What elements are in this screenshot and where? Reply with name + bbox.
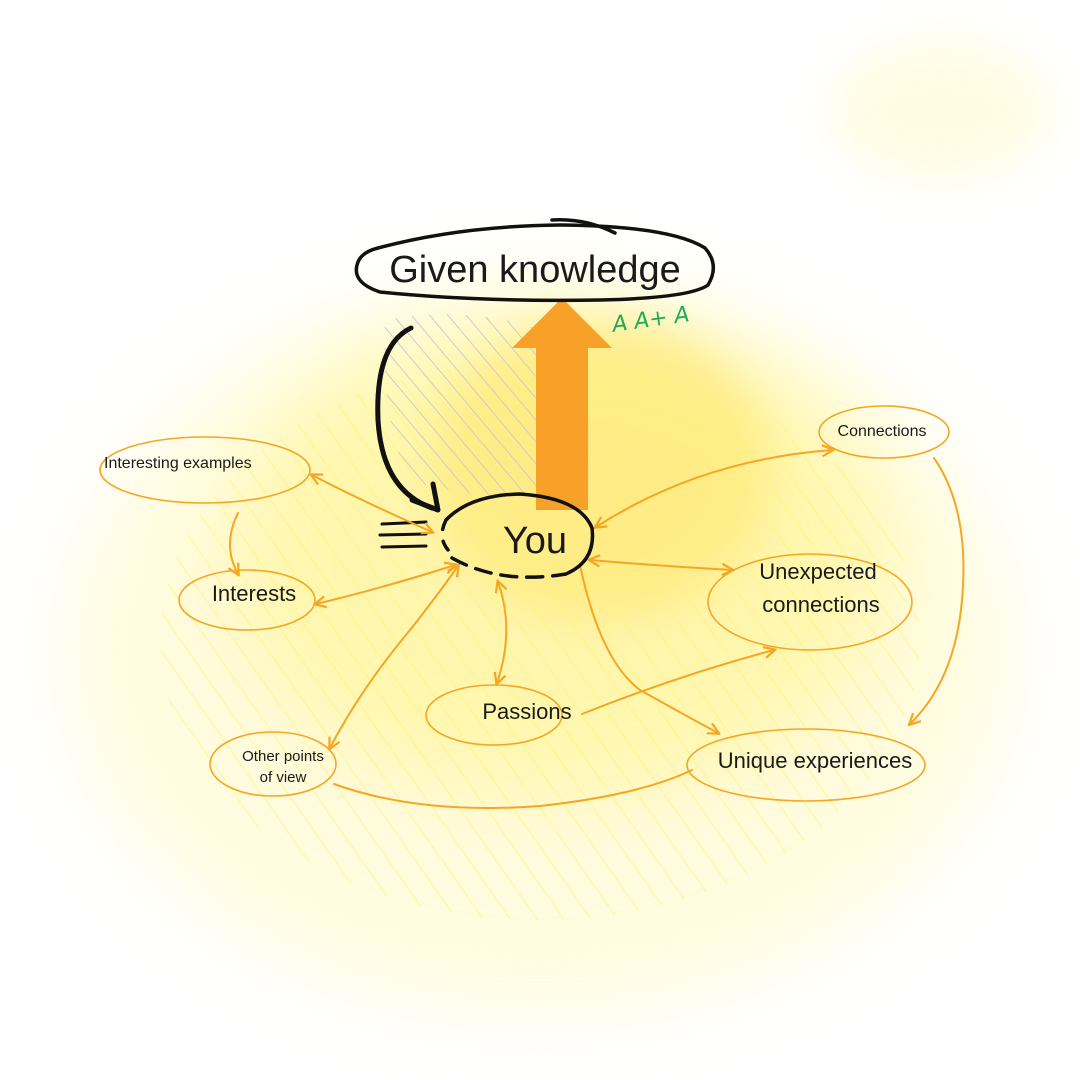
you-outline [440, 492, 595, 579]
node-other-views-label-line1: Other points [242, 748, 324, 765]
up-arrow-icon [512, 298, 612, 510]
connector-connections-unique [910, 457, 965, 724]
node-unique-outline [686, 728, 926, 802]
connector-you-unique [579, 564, 718, 733]
given-knowledge-label: Given knowledge [389, 249, 681, 291]
node-connections-label: Connections [838, 423, 927, 440]
node-unexpected-outline [707, 553, 913, 651]
node-unique-experiences-label: Unique experiences [718, 748, 912, 773]
node-unexpected-label-line1: Unexpected [759, 559, 876, 584]
given-knowledge-outline [354, 218, 715, 303]
connector-examples-interests [230, 512, 238, 574]
node-unexpected-label-line2: connections [762, 592, 879, 617]
connector-views-unique [333, 769, 693, 809]
connector-passions-you [497, 582, 506, 683]
connector-connections-you [596, 450, 832, 527]
node-interesting-examples-label: Interesting examples [104, 455, 252, 472]
node-connections-outline [818, 405, 950, 459]
node-other-views-label-line2: of view [260, 769, 307, 786]
node-passions-label: Passions [482, 699, 571, 724]
connector-unexpected-you [590, 560, 732, 570]
you-label: You [503, 520, 567, 562]
node-other-views-outline [209, 731, 337, 797]
node-interests-outline [178, 569, 316, 631]
connector-lines [230, 450, 965, 809]
hatched-region [384, 314, 540, 496]
connector-views-you [330, 566, 458, 748]
connector-passions-unexpected [581, 650, 774, 715]
connector-examples-you [312, 475, 432, 532]
node-interests-label: Interests [212, 581, 296, 606]
node-passions-outline [425, 684, 563, 746]
node-outlines [99, 405, 950, 802]
node-interesting-examples-outline [99, 436, 311, 504]
